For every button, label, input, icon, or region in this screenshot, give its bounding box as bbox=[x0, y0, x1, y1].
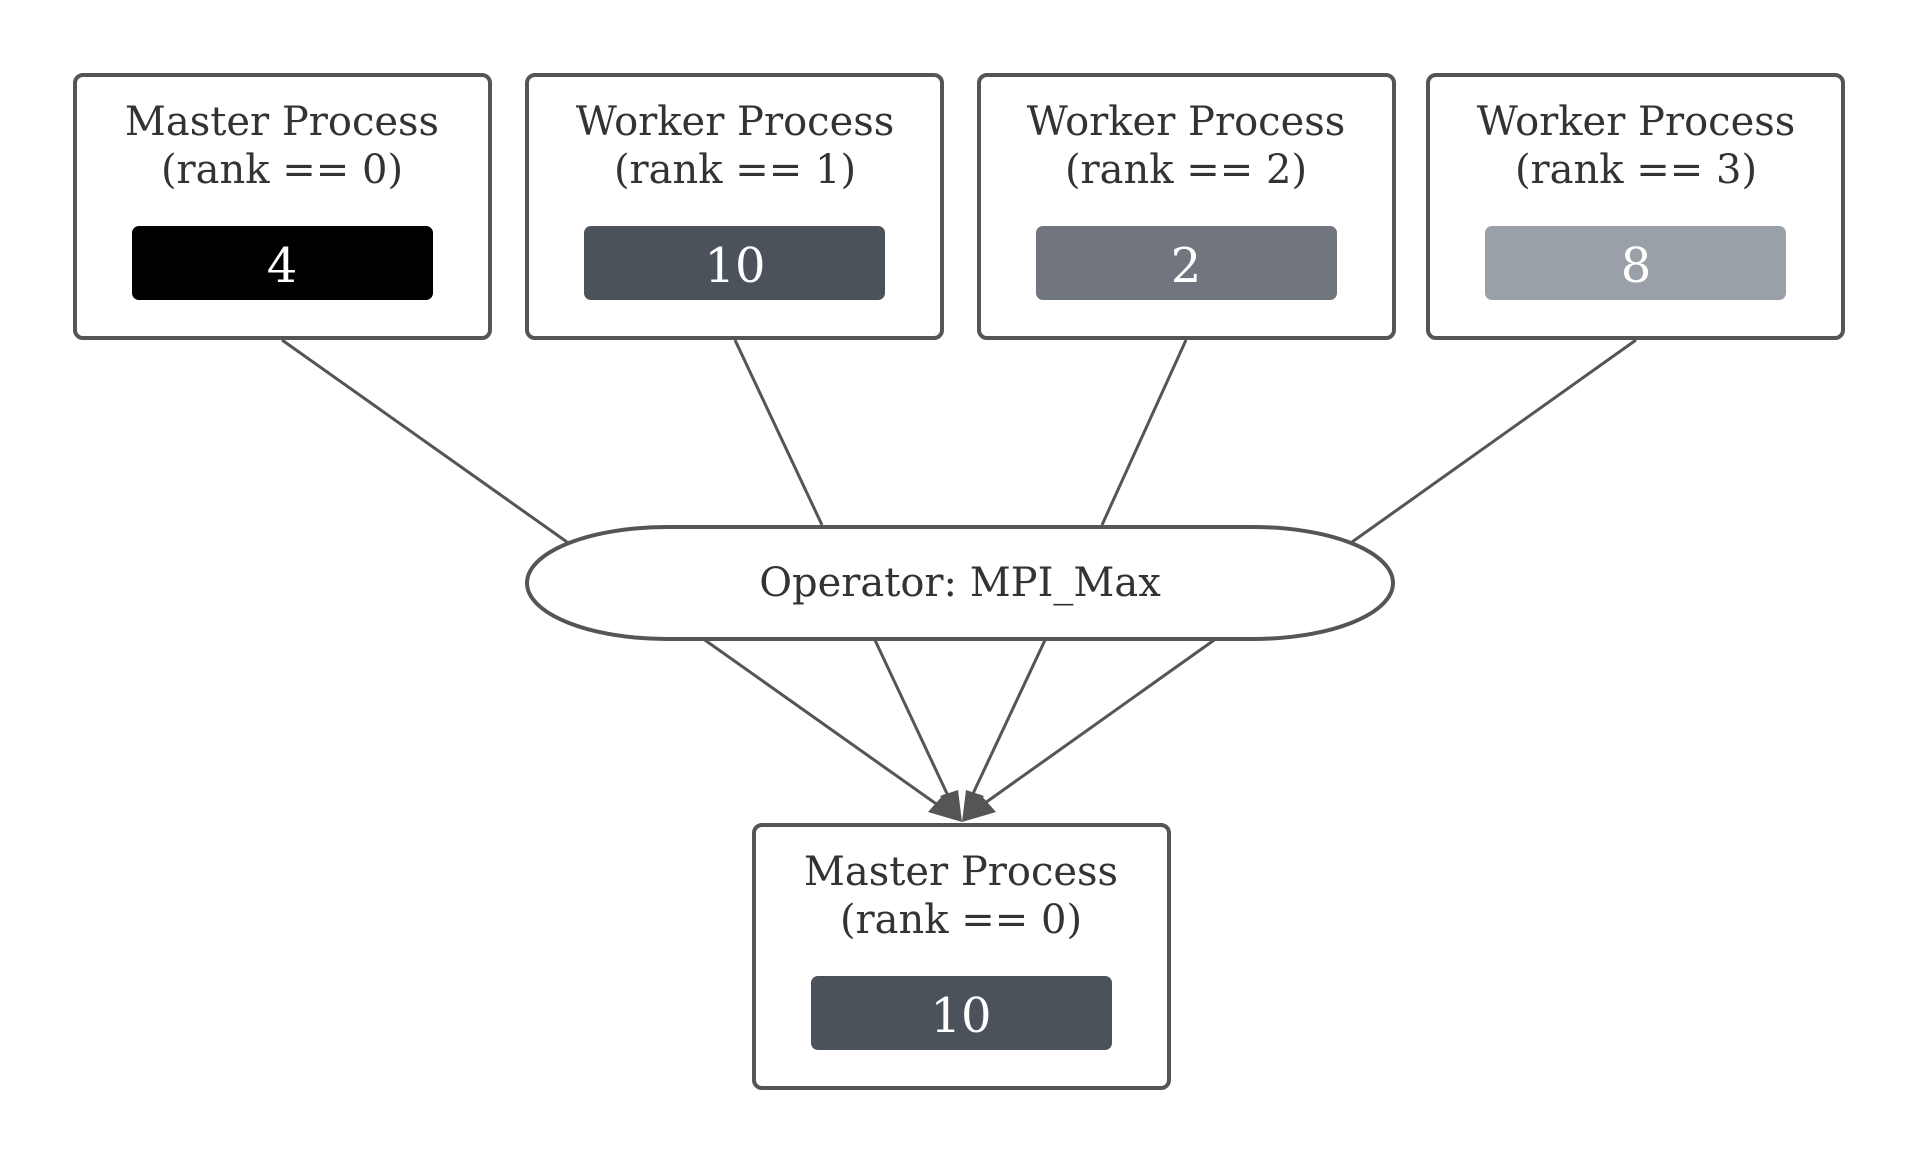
input-node-2: Worker Process (rank == 2) 2 bbox=[977, 73, 1396, 340]
node-title-line1: Master Process bbox=[804, 849, 1118, 895]
edge-input-1 bbox=[733, 339, 824, 526]
node-title-line2: (rank == 3) bbox=[1515, 147, 1757, 193]
operator-node: Operator: MPI_Max bbox=[525, 525, 1395, 641]
edge-input-0 bbox=[281, 338, 568, 544]
input-node-0: Master Process (rank == 0) 4 bbox=[73, 73, 492, 340]
arrowhead-right-outer bbox=[962, 794, 996, 822]
edge-output-3 bbox=[977, 636, 1218, 810]
value-badge bbox=[584, 226, 885, 300]
value-label: 10 bbox=[930, 988, 991, 1044]
node-title-line1: Worker Process bbox=[1477, 99, 1796, 145]
value-label: 8 bbox=[1621, 238, 1652, 294]
value-badge bbox=[1485, 226, 1786, 300]
edge-input-3 bbox=[1351, 338, 1637, 544]
node-title-line2: (rank == 0) bbox=[161, 147, 403, 193]
edge-output-0 bbox=[701, 636, 943, 810]
result-node: Master Process (rank == 0) 10 bbox=[752, 823, 1171, 1090]
edge-input-2 bbox=[1100, 339, 1188, 526]
node-title-line1: Master Process bbox=[125, 99, 439, 145]
input-edges bbox=[281, 338, 1637, 544]
arrowhead-left-outer bbox=[928, 794, 962, 822]
value-label: 4 bbox=[267, 238, 298, 294]
value-badge bbox=[811, 976, 1112, 1050]
value-badge bbox=[132, 226, 433, 300]
value-label: 2 bbox=[1171, 238, 1202, 294]
arrowhead-left-inner bbox=[940, 790, 962, 822]
node-title-line2: (rank == 2) bbox=[1065, 147, 1307, 193]
node-title-line2: (rank == 0) bbox=[840, 897, 1082, 943]
node-title-line2: (rank == 1) bbox=[614, 147, 856, 193]
node-title-line1: Worker Process bbox=[576, 99, 895, 145]
node-title-line1: Worker Process bbox=[1027, 99, 1346, 145]
operator-ellipse bbox=[525, 525, 1395, 641]
output-edges bbox=[701, 636, 1218, 822]
input-node-3: Worker Process (rank == 3) 8 bbox=[1426, 73, 1845, 340]
value-label: 10 bbox=[704, 238, 765, 294]
operator-label: Operator: MPI_Max bbox=[759, 560, 1161, 606]
edge-output-1 bbox=[872, 637, 952, 801]
input-node-1: Worker Process (rank == 1) 10 bbox=[525, 73, 944, 340]
value-badge bbox=[1036, 226, 1337, 300]
edge-output-2 bbox=[968, 637, 1048, 801]
